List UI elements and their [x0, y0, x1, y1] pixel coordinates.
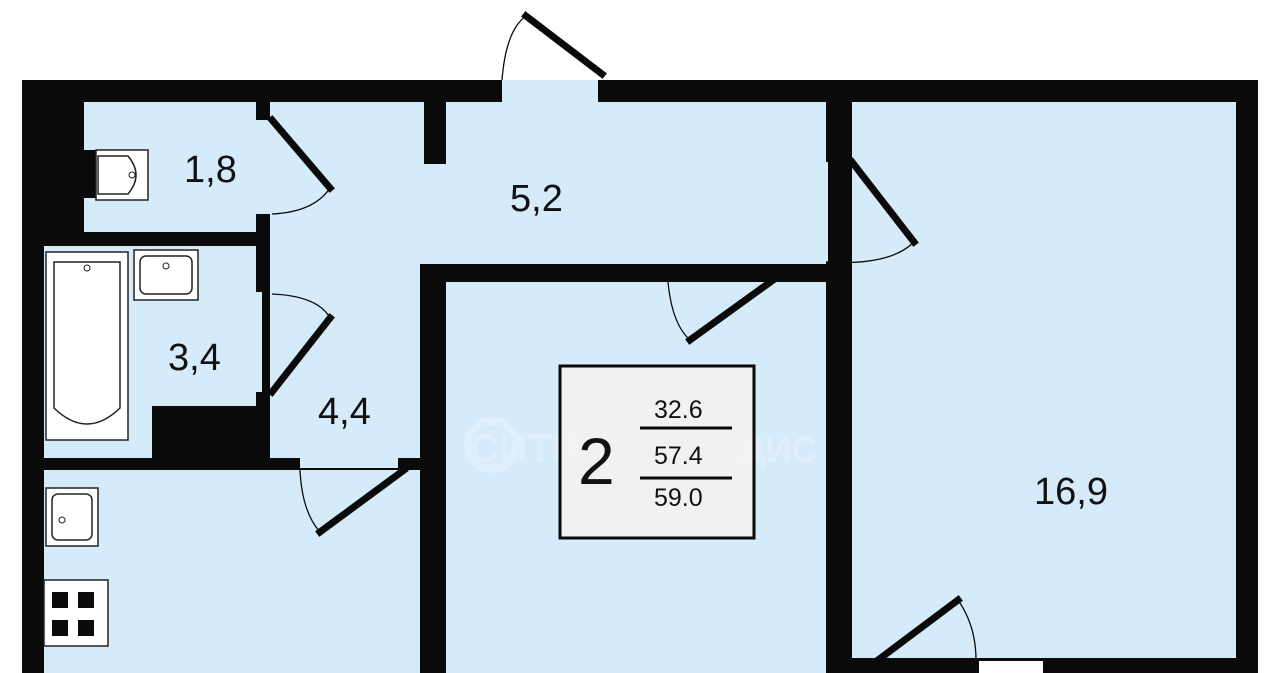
wall-hall-bottom-a — [424, 264, 668, 282]
wall-wc-bottom — [44, 232, 270, 246]
wall-big-left-a — [826, 102, 852, 162]
kitchen-sink-icon — [45, 487, 99, 547]
room-big — [852, 102, 1236, 658]
wall-wc-right-b — [256, 214, 270, 246]
legend-rooms-count: 2 — [578, 424, 615, 498]
wall-wc-right-a — [256, 102, 270, 120]
bath-door-arc — [271, 293, 331, 319]
bath-sink-icon — [133, 249, 199, 301]
big-room-bottom-door-arc — [957, 599, 977, 661]
toilet-icon — [80, 149, 149, 201]
bathtub-icon — [45, 251, 129, 441]
big-room-door — [847, 157, 919, 247]
corridor-door — [315, 465, 409, 537]
balcony-gap — [977, 659, 1045, 673]
bath-door — [267, 313, 335, 397]
legend-total-with-balcony: 59.0 — [654, 484, 703, 512]
room-area-bath: 3,4 — [168, 337, 221, 379]
wall-middle-left — [424, 264, 446, 673]
wall-bath-right-a — [256, 246, 270, 292]
middle-room-door-arc — [667, 281, 691, 341]
legend-living-area: 32.6 — [654, 396, 703, 424]
room-area-hall: 5,2 — [510, 178, 563, 220]
wall-bath-bottom — [44, 458, 300, 470]
corridor-door-arc — [299, 469, 321, 533]
entrance-door-arc — [501, 15, 527, 81]
legend-total-area: 57.4 — [654, 442, 703, 470]
wall-big-bottom-a — [852, 658, 878, 673]
wall-shaft — [152, 406, 270, 460]
stove-icon — [43, 579, 109, 647]
entrance-opening — [502, 80, 598, 102]
wc-door-arc — [271, 187, 331, 215]
big-room-door-arc — [825, 241, 915, 264]
wall-hall-stub — [424, 102, 446, 164]
wall-big-bottom-b — [1044, 658, 1236, 673]
wc-door — [267, 115, 335, 193]
wall-big-left-b — [826, 262, 852, 673]
room-hall — [264, 102, 828, 264]
room-area-corridor: 4,4 — [318, 391, 371, 433]
room-corridor — [270, 246, 420, 468]
room-area-big: 16,9 — [1034, 471, 1108, 513]
area-legend: 2 32.6 57.4 59.0 — [558, 364, 756, 540]
entrance-door — [521, 11, 607, 79]
middle-room-door — [685, 273, 781, 345]
big-room-bottom-door — [873, 595, 963, 665]
room-area-wc: 1,8 — [184, 149, 237, 191]
